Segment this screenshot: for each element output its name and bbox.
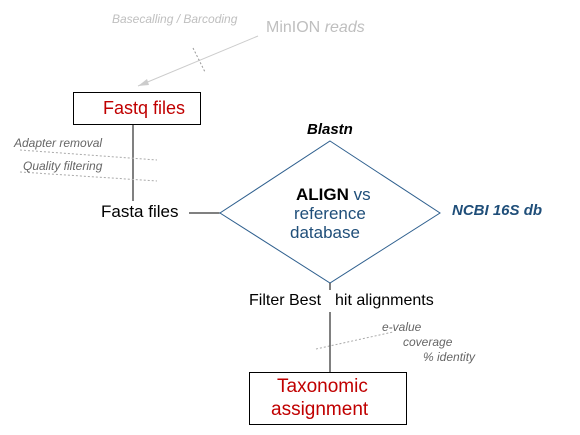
- fastq-files-box: Fastq files: [73, 92, 201, 125]
- align-bold: ALIGN: [296, 185, 349, 204]
- input-arrow-line: [137, 35, 259, 87]
- criteria-evalue: e-value: [382, 320, 422, 334]
- basecalling-label: Basecalling / Barcoding: [112, 12, 238, 26]
- quality-filtering-label: Quality filtering: [23, 159, 103, 173]
- reads-label: reads: [324, 19, 365, 36]
- minion-label: MinION: [266, 19, 321, 36]
- criteria-coverage: coverage: [403, 335, 453, 349]
- filter-part1: Filter Best: [249, 292, 322, 309]
- basecalling-tick: [192, 47, 206, 73]
- criteria-tick: [315, 331, 394, 350]
- adapter-tick: [19, 149, 158, 161]
- taxonomic-assignment-box: Taxonomic assignment: [249, 372, 407, 425]
- adapter-removal-label: Adapter removal: [14, 136, 103, 150]
- blastn-label: Blastn: [307, 121, 353, 138]
- criteria-identity: % identity: [423, 350, 476, 364]
- filter-part2: hit alignments: [335, 292, 434, 309]
- output-line1: Taxonomic: [277, 376, 368, 397]
- output-line2: assignment: [271, 399, 369, 420]
- align-line2: reference: [294, 204, 366, 223]
- ncbi-db-label: NCBI 16S db: [452, 202, 543, 219]
- quality-tick: [19, 171, 158, 182]
- minion-reads-label: MinION reads: [266, 19, 365, 37]
- input-arrow-head: [138, 79, 149, 86]
- align-vs: vs: [348, 185, 371, 204]
- fasta-files-label: Fasta files: [101, 202, 179, 221]
- fastq-files-label: Fastq files: [103, 98, 186, 118]
- align-line1: ALIGN vs: [296, 185, 371, 205]
- align-line3: database: [290, 223, 360, 242]
